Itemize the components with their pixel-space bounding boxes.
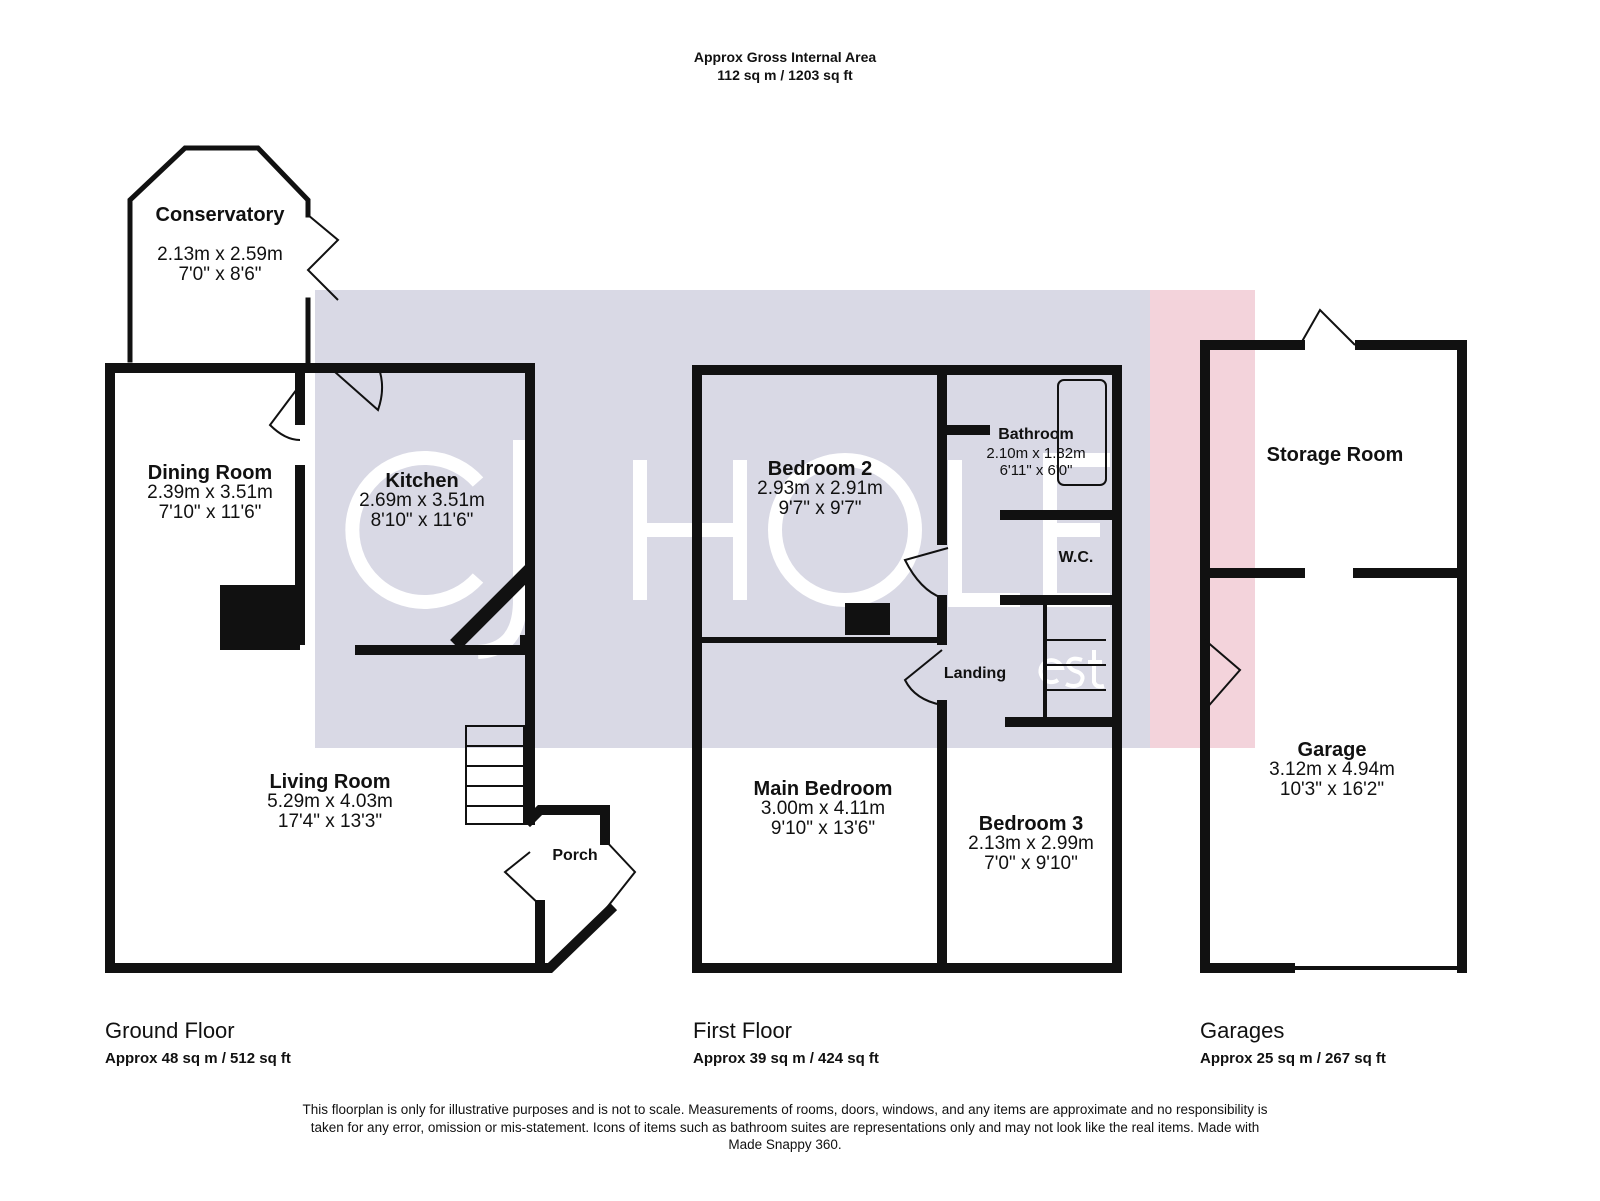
room-fills — [130, 148, 308, 360]
room-landing: Landing — [943, 665, 1007, 682]
doors — [268, 214, 1356, 911]
disclaimer: This floorplan is only for illustrative … — [302, 1102, 1268, 1152]
room-bathroom: Bathroom 2.10m x 1.82m 6'11" x 6'0" — [986, 426, 1086, 479]
room-conservatory: Conservatory 2.13m x 2.59m 7'0" x 8'6" — [155, 204, 285, 285]
header-title: Approx Gross Internal Area — [693, 49, 877, 65]
room-kitchen: Kitchen 2.69m x 3.51m 8'10" x 11'6" — [359, 470, 485, 531]
watermark-est-logo — [1038, 650, 1105, 689]
room-dining: Dining Room 2.39m x 3.51m 7'10" x 11'6" — [147, 462, 273, 523]
room-main-bedroom: Main Bedroom 3.00m x 4.11m 9'10" x 13'6" — [753, 778, 893, 839]
room-wc: W.C. — [1058, 549, 1094, 566]
garages-caption: Garages Approx 25 sq m / 267 sq ft — [1200, 1018, 1386, 1067]
room-living: Living Room 5.29m x 4.03m 17'4" x 13'3" — [267, 771, 393, 832]
header: Approx Gross Internal Area 112 sq m / 12… — [0, 48, 1570, 84]
room-bedroom-3: Bedroom 3 2.13m x 2.99m 7'0" x 9'10" — [968, 813, 1094, 874]
room-storage: Storage Room — [1266, 444, 1404, 466]
first-floor-caption: First Floor Approx 39 sq m / 424 sq ft — [693, 1018, 879, 1067]
header-area: 112 sq m / 1203 sq ft — [717, 67, 853, 83]
room-bedroom-2: Bedroom 2 2.93m x 2.91m 9'7" x 9'7" — [757, 458, 883, 519]
room-garage: Garage 3.12m x 4.94m 10'3" x 16'2" — [1269, 739, 1395, 800]
walls — [105, 145, 1467, 973]
room-porch: Porch — [552, 847, 598, 864]
ground-floor-caption: Ground Floor Approx 48 sq m / 512 sq ft — [105, 1018, 291, 1067]
